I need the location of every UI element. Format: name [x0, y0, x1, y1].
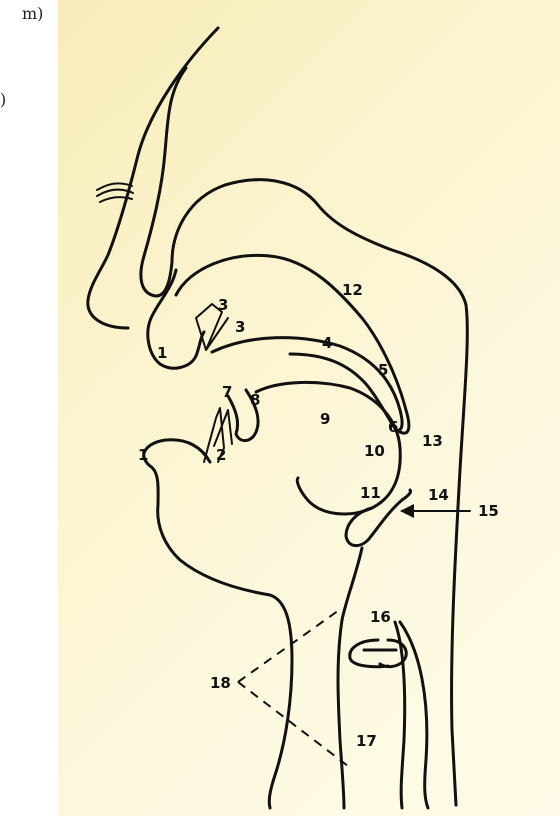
label-upper-lip: 1 — [157, 344, 167, 362]
label-epiglottis: 15 — [478, 502, 499, 520]
pointer-line-18-upper — [238, 608, 342, 682]
nose-outline — [88, 28, 218, 328]
label-tongue-tip: 7 — [222, 383, 232, 401]
label-trachea: 17 — [356, 732, 377, 750]
pointer-arrow-15-head — [400, 504, 414, 518]
label-tongue-front: 9 — [320, 410, 330, 428]
label-tongue-blade: 8 — [250, 391, 260, 409]
nasal-inner-outline — [141, 68, 186, 296]
label-uvula: 6 — [388, 418, 398, 436]
label-tongue-root: 11 — [360, 484, 381, 502]
label-hard-palate: 4 — [322, 334, 332, 352]
palate-velum-outline — [212, 338, 402, 431]
label-nasal-cavity: 12 — [342, 281, 363, 299]
label-upper-teeth-a: 3 — [218, 296, 228, 314]
label-alveolar-ridge: 3 — [235, 318, 245, 336]
lower-lip-chin-outline — [144, 440, 292, 808]
vocal-folds — [350, 640, 406, 667]
label-lower-teeth: 2 — [216, 446, 226, 464]
label-pharynx: 13 — [422, 432, 443, 450]
label-soft-palate: 5 — [378, 361, 388, 379]
label-pharynx-lower: 14 — [428, 486, 449, 504]
label-larynx: 16 — [370, 608, 391, 626]
label-lower-lip: 1 — [138, 446, 148, 464]
label-tongue-back: 10 — [364, 442, 385, 460]
label-vocal-tract: 18 — [210, 674, 231, 692]
nasal-cavity-outline — [172, 180, 467, 805]
anterior-pharynx-outline — [338, 548, 362, 808]
pointer-line-18-lower — [238, 682, 348, 766]
